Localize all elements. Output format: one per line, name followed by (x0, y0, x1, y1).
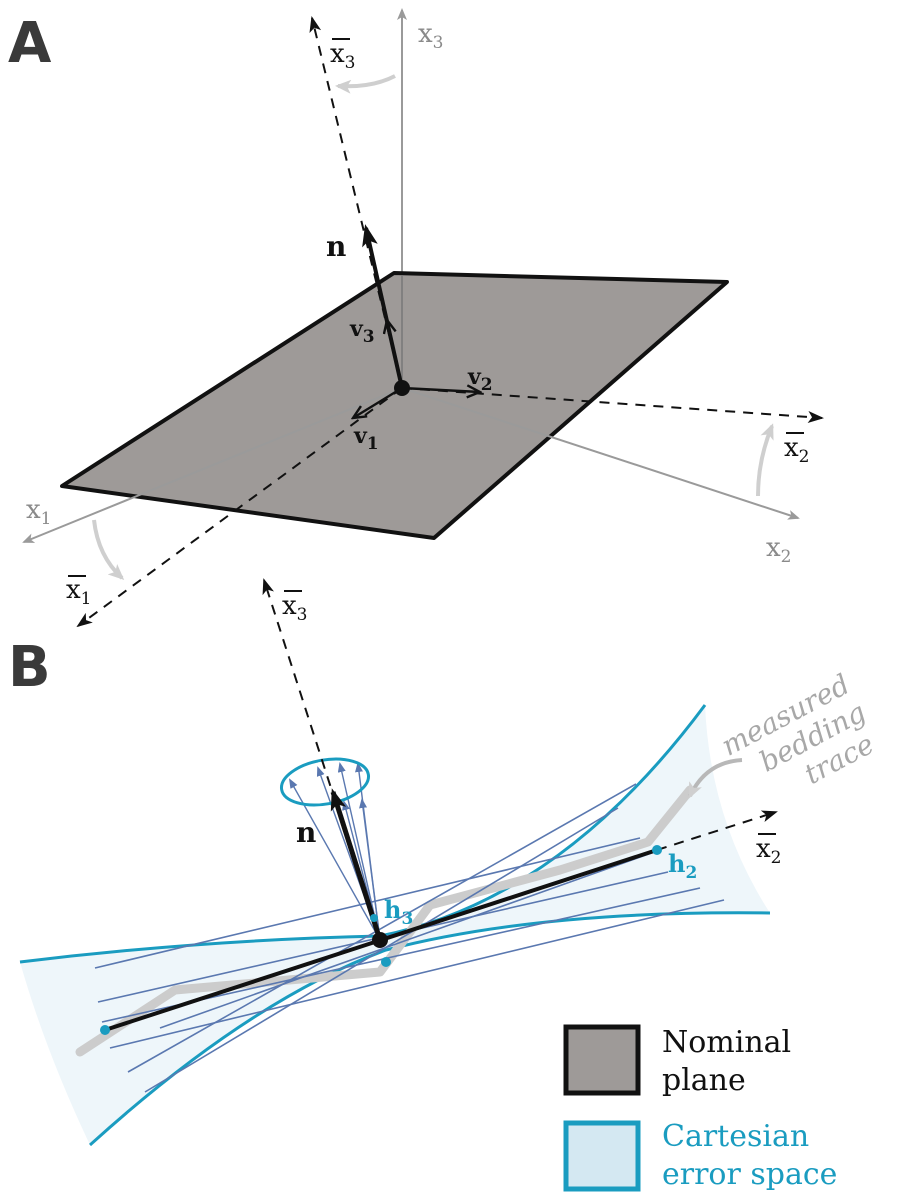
vector-v1 (353, 386, 403, 418)
x2bar-axis-label-b: x2 (756, 833, 782, 868)
x2bar-axis-dashed-b (656, 810, 778, 851)
v2-vector-label: v2 (467, 364, 493, 395)
x3bar-axis-label-b: x3 (282, 590, 308, 625)
legend: Nominal plane Cartesian error space (563, 1024, 837, 1192)
legend-label-error-1: Cartesian (662, 1119, 809, 1154)
rotation-arrow-x1 (92, 519, 125, 581)
x2bar-axis-dashed (401, 387, 824, 423)
origin-point (394, 380, 410, 396)
svg-text:x1: x1 (66, 575, 92, 609)
vector-v3 (387, 320, 404, 389)
legend-label-error-2: error space (662, 1157, 837, 1192)
point-below-center (381, 957, 391, 967)
x2bar-axis-label: x2 (784, 432, 810, 467)
x2-axis-label: x2 (766, 533, 792, 567)
panel-a: A x3 x1 x2 x3 (8, 8, 824, 628)
error-space-fill (20, 705, 770, 1145)
h3-label: h3 (384, 895, 413, 929)
x2-axis-line (401, 387, 800, 520)
sampled-normals (289, 762, 381, 941)
error-envelope-lower (88, 911, 771, 1147)
vector-v2 (401, 388, 480, 392)
legend-label-nominal-2: plane (662, 1063, 746, 1098)
svg-text:x3: x3 (330, 39, 356, 73)
legend-swatch-error (563, 1120, 641, 1192)
nominal-plane (60, 271, 729, 540)
rotation-arrow-x2 (756, 423, 774, 497)
n-label-b: n (296, 816, 316, 849)
panel-a-letter: A (8, 11, 52, 76)
x1bar-axis-dashed (76, 387, 403, 628)
x3bar-axis-label: x3 (330, 38, 356, 73)
legend-swatch-nominal (563, 1024, 641, 1096)
x1-axis-line (22, 387, 403, 543)
normal-uncertainty-ellipse (280, 757, 370, 807)
svg-text:x3: x3 (282, 591, 308, 625)
trace-label: measured bedding trace (716, 668, 879, 791)
x3-axis-label: x3 (418, 19, 444, 53)
endpoint-left (100, 1025, 110, 1035)
endpoint-h2 (652, 845, 662, 855)
panel-b-letter: B (8, 635, 51, 700)
x1bar-axis-label: x1 (66, 575, 92, 609)
panel-b: B (8, 578, 879, 1147)
h2-label: h2 (668, 849, 697, 883)
point-h3 (370, 914, 378, 922)
x1-axis-label: x1 (26, 495, 52, 529)
center-point-b (372, 932, 388, 948)
n-vector-label: n (326, 230, 346, 263)
svg-text:x2: x2 (784, 433, 810, 467)
measured-bedding-trace (75, 785, 695, 1057)
legend-label-nominal-1: Nominal (662, 1025, 791, 1060)
svg-text:x2: x2 (756, 834, 782, 868)
v1-vector-label: v1 (353, 423, 379, 454)
trace-label-arrow (688, 758, 743, 799)
v3-vector-label: v3 (349, 316, 375, 347)
rotation-arrow-x3 (335, 74, 396, 94)
